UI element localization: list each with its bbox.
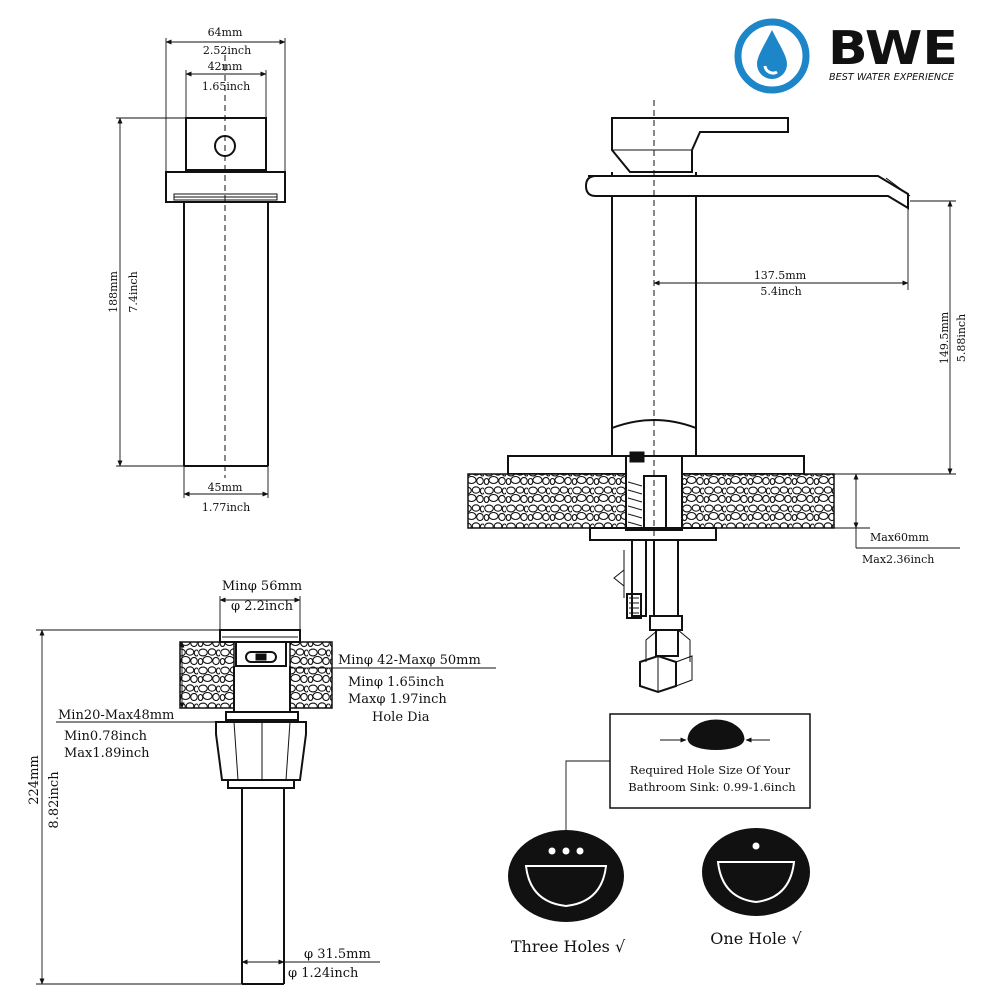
dim-deck-max-mm: Max60mm: [870, 531, 929, 544]
one-hole-label: One Hole √: [710, 929, 802, 948]
dim-top-width-mm: 64mm: [208, 26, 243, 39]
sink-hole-icon: [688, 720, 744, 750]
dim-spout-height-in: 5.88inch: [955, 314, 968, 362]
sink-one-hole: One Hole √: [702, 828, 810, 948]
faucet-front-view: 64mm 2.52inch 42mm 1.65inch 188mm 7.4inc…: [107, 26, 286, 514]
hole-size-info: Required Hole Size Of Your Bathroom Sink…: [565, 713, 811, 852]
dim-spout-reach-mm: 137.5mm: [754, 269, 807, 282]
dim-deck-max-in: Max2.36inch: [862, 553, 934, 566]
dim-handle-width-in: 1.65inch: [202, 80, 250, 93]
dim-handle-width-mm: 42mm: [208, 60, 243, 73]
faucet-hole-icon: [576, 847, 584, 855]
dim-drain-top-in: φ 2.2inch: [231, 599, 294, 614]
faucet-hole-icon: [752, 842, 760, 850]
dim-hole-label: Hole Dia: [372, 710, 430, 725]
dim-base-width-mm: 45mm: [208, 481, 243, 494]
faucet-hole-icon: [562, 847, 570, 855]
brand-tagline: BEST WATER EXPERIENCE: [829, 72, 954, 83]
dim-thickness-mm: Min20-Max48mm: [58, 708, 174, 723]
dim-drain-length-mm: 224mm: [27, 755, 42, 804]
logo-ring: [734, 18, 810, 94]
info-line-2: Bathroom Sink: 0.99-1.6inch: [628, 780, 796, 794]
info-line-1: Required Hole Size Of Your: [630, 763, 791, 777]
dim-hole-range-mm: Minφ 42-Maxφ 50mm: [338, 653, 481, 668]
faucet-hole-icon: [548, 847, 556, 855]
dim-spout-height-mm: 149.5mm: [938, 311, 951, 364]
dim-spout-reach-in: 5.4inch: [760, 285, 801, 298]
dim-base-width-in: 1.77inch: [202, 501, 250, 514]
brand-logo: BWE BEST WATER EXPERIENCE: [734, 18, 958, 94]
dim-thickness-max-in: Max1.89inch: [64, 746, 150, 761]
dim-hole-max-in: Maxφ 1.97inch: [348, 692, 447, 707]
drain-countertop-right: [289, 641, 333, 709]
drain-view: Minφ 56mm φ 2.2inch Minφ 42-Maxφ 50mm Mi…: [27, 579, 496, 985]
dim-height-in: 7.4inch: [127, 271, 140, 312]
dim-top-width-in: 2.52inch: [203, 44, 251, 57]
dim-hole-min-in: Minφ 1.65inch: [348, 675, 445, 690]
dim-height-mm: 188mm: [107, 271, 120, 313]
faucet-side-view: 137.5mm 5.4inch 149.5mm 5.88inch Max60mm…: [467, 100, 968, 694]
dim-drain-top-mm: Minφ 56mm: [222, 579, 302, 594]
dim-pipe-in: φ 1.24inch: [288, 966, 359, 981]
dim-drain-length-in: 8.82inch: [47, 771, 62, 829]
brand-name: BWE: [828, 21, 958, 75]
drain-countertop-left: [179, 641, 235, 709]
dim-thickness-min-in: Min0.78inch: [64, 729, 148, 744]
three-holes-label: Three Holes √: [511, 937, 626, 956]
dim-pipe-mm: φ 31.5mm: [304, 947, 371, 962]
sink-three-holes: Three Holes √: [508, 830, 626, 956]
